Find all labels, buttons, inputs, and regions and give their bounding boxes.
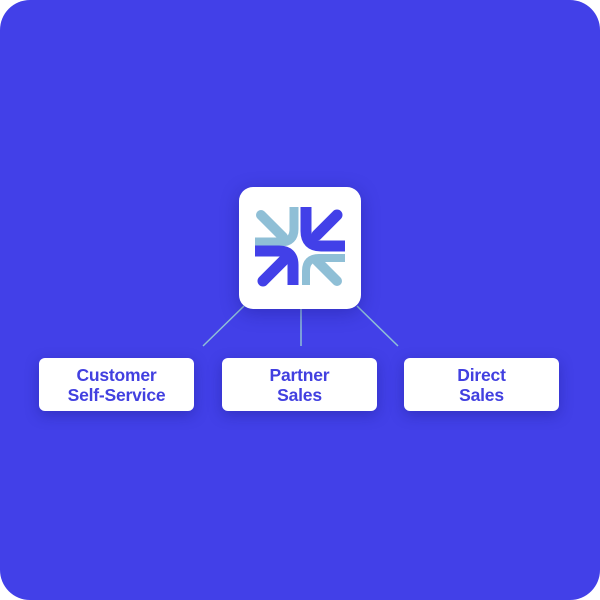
node-customer-self-service: Customer Self-Service	[39, 358, 194, 411]
node-label-line1: Customer	[76, 364, 157, 385]
node-label-line1: Partner	[269, 364, 330, 385]
node-partner-sales: Partner Sales	[222, 358, 377, 411]
node-label-line2: Sales	[277, 384, 322, 405]
node-direct-sales: Direct Sales	[404, 358, 559, 411]
connector-right	[356, 305, 399, 347]
node-label-line2: Self-Service	[67, 384, 166, 405]
arrows-converging-logo-icon	[255, 207, 345, 287]
node-label-line1: Direct	[457, 364, 506, 385]
hub-logo-card	[239, 187, 361, 309]
connector-left	[202, 305, 245, 347]
node-label-line2: Sales	[459, 384, 504, 405]
